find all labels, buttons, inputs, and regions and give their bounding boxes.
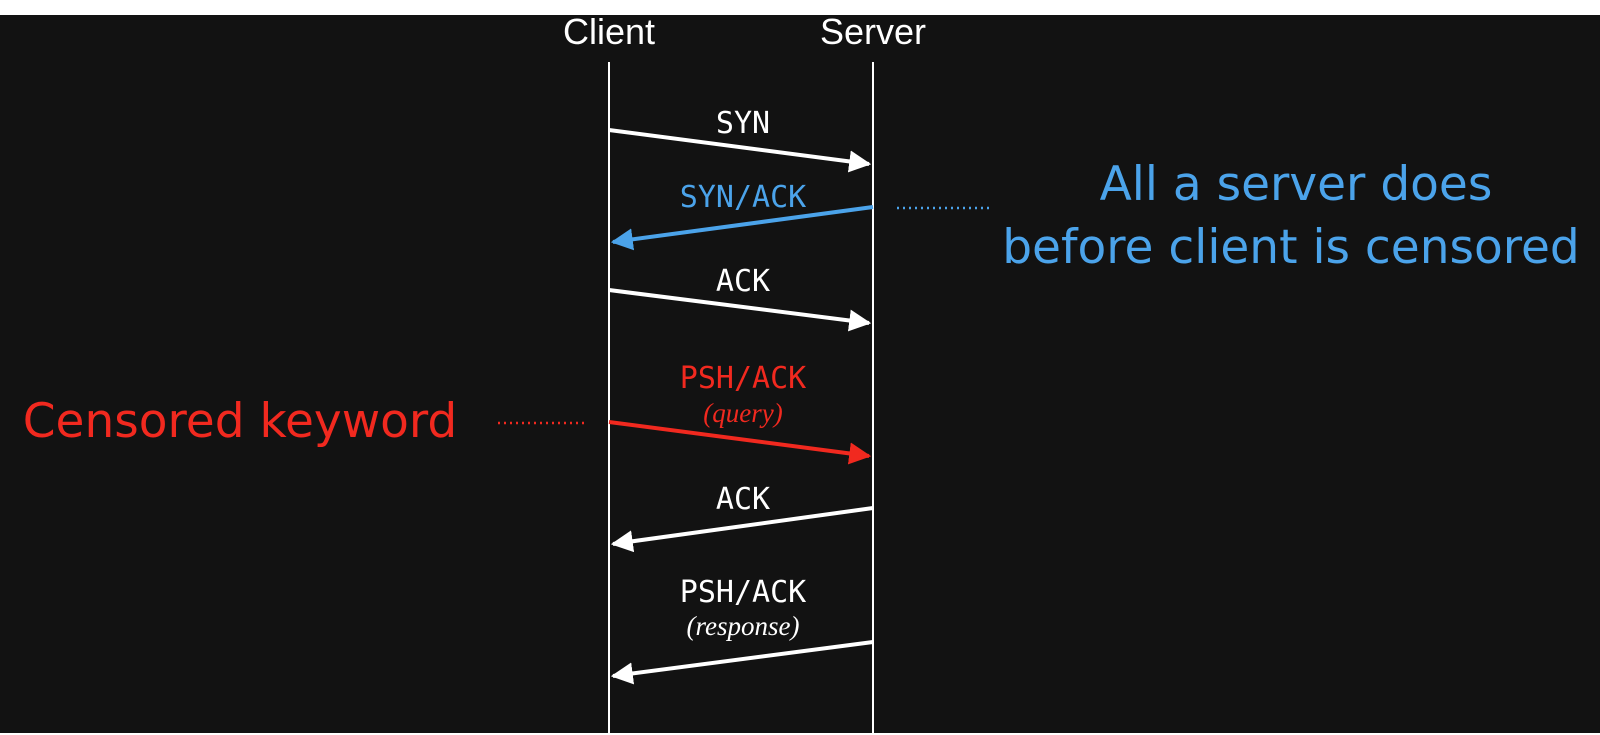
syn-label: SYN (716, 106, 770, 141)
pshack-response-sub: (response) (687, 611, 800, 641)
ack-arrow-1 (608, 288, 872, 332)
diagram-background (0, 15, 1600, 733)
synack-arrow (610, 205, 874, 251)
pshack-response-label: PSH/ACK (680, 575, 806, 610)
synack-label: SYN/ACK (680, 180, 806, 215)
ack-label-2: ACK (716, 482, 770, 517)
server-lane-label: Server (820, 11, 926, 52)
pshack-query-sub: (query) (703, 398, 782, 428)
pshack-response-arrow (610, 640, 874, 685)
server-note-line-2: before client is censored (1002, 220, 1580, 275)
client-lane-label: Client (563, 11, 655, 52)
syn-arrow (608, 128, 872, 173)
ack-label-1: ACK (716, 264, 770, 299)
ack-arrow-2 (610, 506, 874, 553)
server-note-line-1: All a server does (1100, 157, 1493, 212)
pshack-query-label: PSH/ACK (680, 361, 806, 396)
client-note: Censored keyword (23, 394, 458, 449)
pshack-query-arrow (608, 420, 872, 465)
